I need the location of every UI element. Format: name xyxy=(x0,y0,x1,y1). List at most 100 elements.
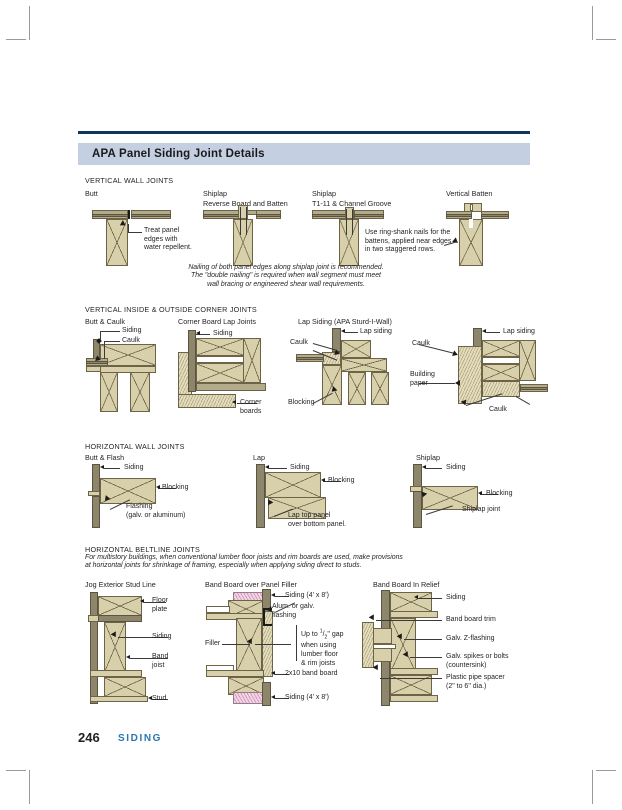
callout-line: Lap top panel xyxy=(288,512,331,519)
note-nailing: Nailing of both panel edges along shipla… xyxy=(145,264,427,289)
callout-caulk-3: Caulk xyxy=(412,340,430,347)
callout-siding-4x8-bottom: Siding (4' x 8') xyxy=(285,694,329,701)
callout-line: over bottom panel. xyxy=(288,520,346,528)
callout-band-joist: Band joist xyxy=(152,653,192,670)
note-line: Nailing of both panel edges along shipla… xyxy=(188,264,384,271)
label-jog-exterior-stud: Jog Exterior Stud Line xyxy=(85,580,156,589)
crop-mark-bottom-right xyxy=(592,770,593,804)
callout-lap-siding-1: Lap siding xyxy=(360,328,392,335)
callout-line: Treat panel xyxy=(144,227,180,234)
callout-line: paper xyxy=(410,379,428,387)
label-shiplap-h: Shiplap xyxy=(416,453,440,462)
callout-siding-4: Siding xyxy=(290,464,310,471)
callout-line: battens, applied near edges xyxy=(365,237,452,245)
crop-mark-bottom-left xyxy=(29,770,30,804)
label-shiplap-t111: Shiplap xyxy=(312,189,336,198)
callout-building-paper: Building paper xyxy=(410,371,452,388)
callout-line: edges with xyxy=(144,235,178,243)
crop-mark-top-left-h xyxy=(6,39,26,40)
callout-line: Use ring-shank nails for the xyxy=(365,229,451,236)
callout-floor-plate: Floor plate xyxy=(152,597,192,614)
note-line: wall bracing or engineered shear wall re… xyxy=(207,280,365,288)
section-heading-horizontal-wall: HORIZONTAL WALL JOINTS xyxy=(85,442,185,451)
callout-line: in two staggered rows. xyxy=(365,246,436,254)
header-rule xyxy=(78,131,530,134)
callout-shiplap-joint: Shiplap joint xyxy=(462,506,501,513)
label-lap-siding-sturd: Lap Siding (APA Sturd-I-Wall) xyxy=(298,317,392,326)
callout-line: plate xyxy=(152,605,168,613)
callout-siding-5: Siding xyxy=(446,464,466,471)
callout-caulk-2: Caulk xyxy=(290,339,308,346)
callout-lap-top-panel: Lap top panel over bottom panel. xyxy=(288,512,368,529)
callout-flashing: Flashing (galv. or aluminum) xyxy=(126,503,206,520)
callout-line: Flashing xyxy=(126,503,153,510)
callout-corner-boards: Corner boards xyxy=(240,399,284,416)
label-band-board-relief: Band Board In Relief xyxy=(373,580,440,589)
callout-line: Floor xyxy=(152,597,168,604)
callout-siding-3: Siding xyxy=(124,464,144,471)
section-heading-beltline: HORIZONTAL BELTLINE JOINTS xyxy=(85,545,200,554)
callout-line: Alum. or galv. xyxy=(272,603,315,610)
callout-galv-z-flashing: Galv. Z-flashing xyxy=(446,635,495,642)
callout-blocking-2: Blocking xyxy=(162,484,189,491)
callout-line: when using xyxy=(301,642,337,650)
label-butt-caulk: Butt & Caulk xyxy=(85,317,125,326)
section-heading-vertical-wall: VERTICAL WALL JOINTS xyxy=(85,176,174,185)
gap-text-line: Up to 1/2" gap xyxy=(301,629,344,641)
callout-siding-1: Siding xyxy=(122,327,142,334)
callout-line: Galv. spikes or bolts xyxy=(446,653,509,660)
crop-mark-bottom-right-h xyxy=(596,770,616,771)
section-heading-corner-joints: VERTICAL INSIDE & OUTSIDE CORNER JOINTS xyxy=(85,305,257,314)
note-beltline: For multistory buildings, when conventio… xyxy=(85,554,505,571)
callout-2x10-band-board: 2x10 band board xyxy=(285,670,338,677)
crop-mark-top-right xyxy=(592,6,593,40)
callout-line: lumber floor xyxy=(301,650,338,658)
callout-line: (countersink) xyxy=(446,661,487,669)
page-title: APA Panel Siding Joint Details xyxy=(92,148,265,160)
fraction-denominator: 2 xyxy=(324,634,328,641)
label-butt-flash: Butt & Flash xyxy=(85,453,125,462)
label-butt: Butt xyxy=(85,189,98,198)
label-shiplap-t111-2: T1-11 & Channel Groove xyxy=(312,199,392,208)
callout-plastic-pipe-spacer: Plastic pipe spacer (2" to 6" dia.) xyxy=(446,674,536,691)
callout-caulk-1: Caulk xyxy=(122,337,140,344)
callout-line: joist xyxy=(152,661,165,669)
label-shiplap-rbb-2: Reverse Board and Batten xyxy=(203,199,288,208)
callout-line: Plastic pipe spacer xyxy=(446,674,505,681)
callout-ring-shank-nails: Use ring-shank nails for the battens, ap… xyxy=(365,229,477,255)
crop-mark-top-left xyxy=(29,6,30,40)
callout-lap-siding-2: Lap siding xyxy=(503,328,535,335)
label-corner-board-lap: Corner Board Lap Joints xyxy=(178,317,256,326)
callout-line: water repellent. xyxy=(144,244,192,252)
callout-blocking-4: Blocking xyxy=(486,490,513,497)
callout-blocking-3: Blocking xyxy=(328,477,355,484)
callout-galv-spikes: Galv. spikes or bolts (countersink) xyxy=(446,653,536,670)
label-shiplap-rbb: Shiplap xyxy=(203,189,227,198)
callout-line: flashing xyxy=(272,611,297,619)
callout-line: Building xyxy=(410,371,435,378)
footer-section-name: SIDING xyxy=(118,733,163,744)
callout-blocking-1: Blocking xyxy=(288,399,315,406)
callout-line: Corner xyxy=(240,399,262,406)
crop-mark-top-right-h xyxy=(596,39,616,40)
callout-band-board-trim: Band board trim xyxy=(446,616,496,623)
callout-treat-panel: Treat panel edges with water repellent. xyxy=(144,227,214,253)
note-line: at horizontal joints for shrinkage of fr… xyxy=(85,562,362,570)
callout-line: & rim joists xyxy=(301,659,336,667)
label-band-board-panel-filler: Band Board over Panel Filler xyxy=(205,580,297,589)
callout-siding-4x8-top: Siding (4' x 8') xyxy=(285,592,329,599)
label-vertical-batten: Vertical Batten xyxy=(446,189,493,198)
crop-mark-bottom-left-h xyxy=(6,770,26,771)
callout-siding-2: Siding xyxy=(213,330,233,337)
callout-line: (galv. or aluminum) xyxy=(126,511,186,519)
label-lap: Lap xyxy=(253,453,265,462)
callout-line: Band xyxy=(152,653,169,660)
callout-siding-6: Siding xyxy=(152,633,172,640)
note-line: For multistory buildings, when conventio… xyxy=(85,554,403,561)
note-line: The "double nailing" is required when wa… xyxy=(191,272,381,280)
page-title-bar: APA Panel Siding Joint Details xyxy=(78,143,530,165)
callout-siding-7: Siding xyxy=(446,594,466,601)
callout-alum-galv-flashing: Alum. or galv. flashing xyxy=(272,603,334,620)
page-number: 246 xyxy=(78,730,100,745)
